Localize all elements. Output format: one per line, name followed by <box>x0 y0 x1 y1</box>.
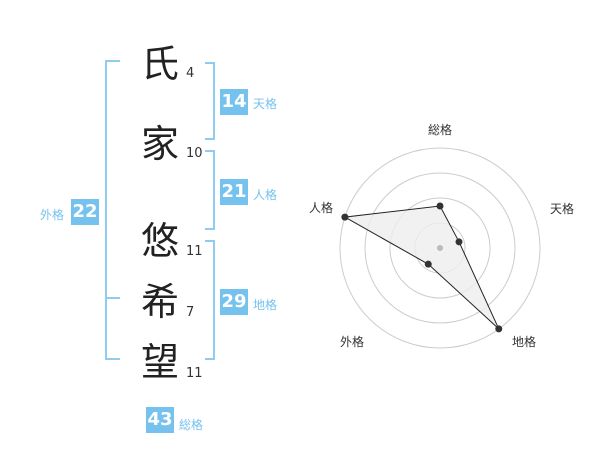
ten-value-badge: 14 <box>220 89 248 115</box>
stroke-count-2: 10 <box>186 146 203 161</box>
radar-axis-label-4: 人格 <box>309 200 333 215</box>
name-char-4: 希 <box>140 280 179 324</box>
stroke-count-5: 11 <box>186 366 203 381</box>
chi-bracket-top <box>205 240 215 242</box>
ten-bracket-line <box>213 62 215 140</box>
name-char-2: 家 <box>140 122 179 166</box>
radar-axis-label-0: 総格 <box>428 122 452 137</box>
gai-label: 外格 <box>40 208 65 222</box>
jin-bracket-top <box>205 150 215 152</box>
sokaku-value-badge: 43 <box>146 407 174 433</box>
stroke-count-3: 11 <box>186 244 203 259</box>
stroke-count-1: 4 <box>186 66 195 81</box>
jin-bracket-line <box>213 150 215 230</box>
name-char-1: 氏 <box>140 42 179 86</box>
radar-ring-4 <box>339 147 541 349</box>
radar-ring-2 <box>389 197 491 299</box>
gai-value-badge: 22 <box>71 199 99 225</box>
radar-axis-label-1: 天格 <box>550 201 574 216</box>
radar-point-2 <box>495 325 503 333</box>
name-char-5: 望 <box>140 340 179 384</box>
ten-label: 天格 <box>253 97 278 111</box>
jin-bracket-bottom <box>205 228 215 230</box>
chi-value-badge: 29 <box>220 289 248 315</box>
sokaku-label: 総格 <box>179 418 204 432</box>
chi-bracket-line <box>213 240 215 360</box>
jin-label: 人格 <box>253 188 278 202</box>
gai-bracket-line <box>105 60 107 360</box>
jin-value-badge: 21 <box>220 179 248 205</box>
gai-bracket-top <box>105 60 120 62</box>
radar-center-dot <box>437 245 443 251</box>
radar-axis-label-2: 地格 <box>512 334 536 349</box>
radar-point-1 <box>455 238 463 246</box>
radar-series-area <box>343 205 500 330</box>
stroke-count-4: 7 <box>186 305 195 320</box>
radar-point-4 <box>341 213 349 221</box>
chi-label: 地格 <box>253 298 278 312</box>
radar-ring-3 <box>364 172 516 324</box>
ten-bracket-top <box>205 62 215 64</box>
name-char-3: 悠 <box>140 219 179 263</box>
chi-bracket-bottom <box>205 358 215 360</box>
gai-bracket-bottom <box>105 358 120 360</box>
radar-point-0 <box>436 202 444 210</box>
gai-bracket-mid <box>105 297 120 299</box>
radar-point-3 <box>424 260 432 268</box>
radar-axis-label-3: 外格 <box>340 334 364 349</box>
ten-bracket-bottom <box>205 138 215 140</box>
